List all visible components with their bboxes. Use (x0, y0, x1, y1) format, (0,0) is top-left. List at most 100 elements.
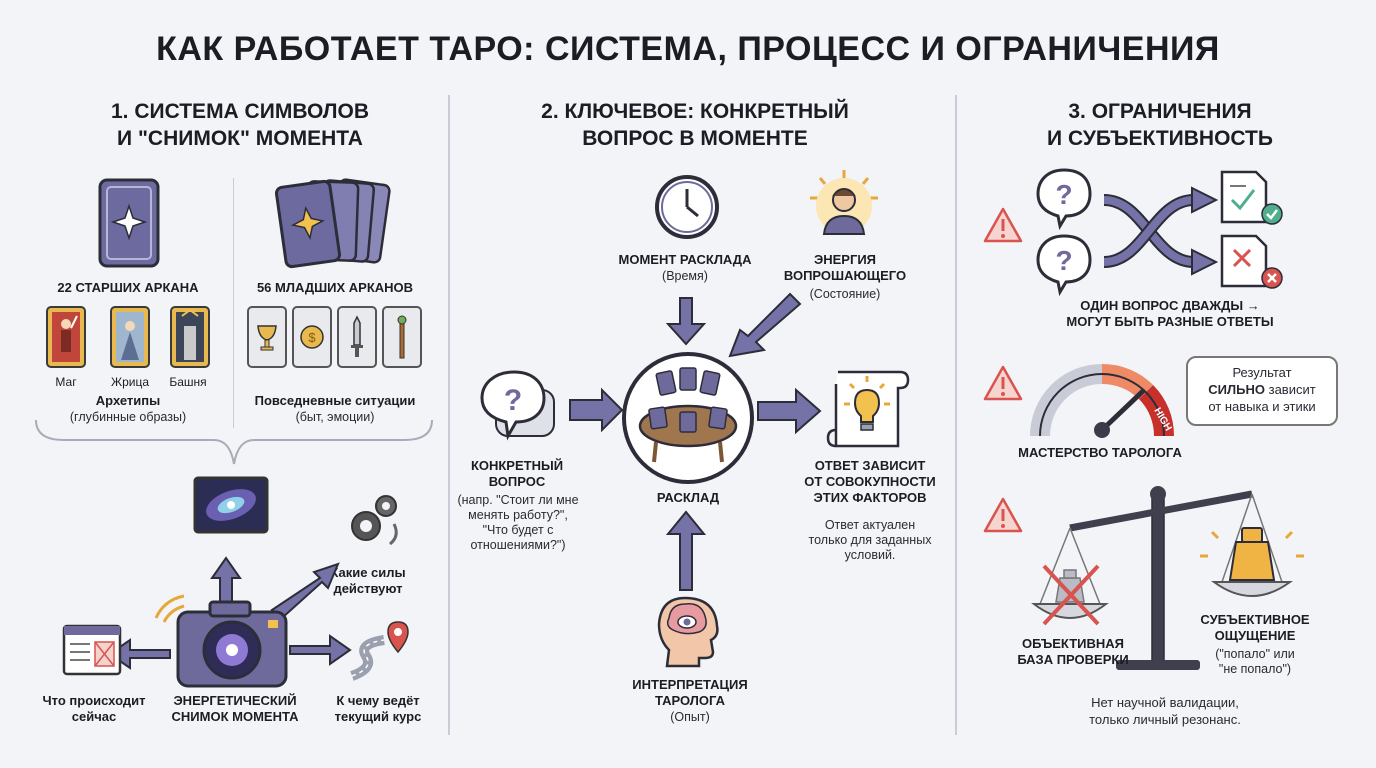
footer-note-line1: Нет научной валидации, (1091, 695, 1239, 710)
archetypes-label: Архетипы (95, 393, 161, 408)
question-title-line2: ВОПРОС (488, 474, 546, 489)
mastery-label: МАСТЕРСТВО ТАРОЛОГА (1018, 445, 1182, 460)
arrow-up-icon (210, 556, 242, 603)
subjective-sub-line2: "не попало") (1218, 662, 1292, 676)
clock-icon (655, 175, 719, 239)
question-twice-label: ОДИН ВОПРОС ДВАЖДЫ → МОГУТ БЫТЬ РАЗНЫЕ О… (1030, 298, 1310, 330)
minor-arcana-cards-icon (274, 178, 391, 269)
major-arcana-title: 22 СТАРШИХ АРКАНА (57, 280, 199, 295)
pentacles-card-icon: $ (292, 306, 332, 368)
road-pin-icon (350, 621, 409, 681)
arrow-right-to-answer-icon (757, 387, 822, 435)
arrow-down-left-from-person-icon (728, 292, 802, 358)
col3-heading-line1: 3. ОГРАНИЧЕНИЯ (1068, 100, 1252, 123)
question-sub: (напр. "Стоит ли мне менять работу?", "Ч… (448, 493, 588, 553)
now-label: Что происходит сейчас (24, 693, 164, 725)
footer-note-line2: только личный резонанс. (1089, 712, 1241, 727)
question-sub-line3: "Что будет с (482, 523, 554, 537)
interpretation-title: ИНТЕРПРЕТАЦИЯ ТАРОЛОГА (610, 677, 770, 709)
galaxy-image-icon (193, 476, 269, 534)
col1-inner-divider (233, 178, 234, 428)
tower-card-image (170, 306, 210, 368)
mastery-gauge-icon: HIGH (1030, 363, 1175, 438)
question-bubble-icon: ? (1036, 168, 1092, 231)
question-sub-line2: менять работу?", (468, 508, 568, 522)
energy-title-line1: ЭНЕРГИЯ (813, 252, 877, 267)
answer-title-line2: ОТ СОВОКУПНОСТИ (804, 474, 936, 489)
warning-icon (983, 207, 1023, 243)
interpretation-title-line1: ИНТЕРПРЕТАЦИЯ (632, 677, 748, 692)
result-line2-rest: зависит (1265, 382, 1316, 397)
objective-line1: ОБЪЕКТИВНАЯ (1022, 636, 1124, 651)
grouping-brace (35, 419, 433, 465)
cups-card-icon (247, 306, 287, 368)
question-bubble-icon: ? (1036, 234, 1092, 297)
head-brain-icon (657, 596, 719, 668)
question-sub-line1: (напр. "Стоит ли мне (457, 493, 579, 507)
major-cards-row (46, 306, 216, 396)
column-divider (448, 95, 450, 735)
moment-title: МОМЕНТ РАСКЛАДА (618, 252, 752, 267)
course-label: К чему ведёт текущий курс (318, 693, 438, 725)
objective-line2: БАЗА ПРОВЕРКИ (1017, 652, 1129, 667)
page-title: КАК РАБОТАЕТ ТАРО: СИСТЕМА, ПРОЦЕСС И ОГ… (156, 30, 1220, 68)
col2-heading-line2: ВОПРОС В МОМЕНТЕ (582, 127, 808, 150)
scales-icon (1031, 486, 1304, 670)
interpretation-sub: (Опыт) (670, 710, 710, 724)
news-page-icon (62, 624, 122, 676)
question-twice-line2: МОГУТ БЫТЬ РАЗНЫЕ ОТВЕТЫ (1066, 314, 1274, 329)
moment-sub: (Время) (662, 269, 708, 283)
spread-title: РАСКЛАД (656, 490, 720, 505)
svg-text:?: ? (1055, 179, 1072, 210)
subjective-pan (1200, 493, 1304, 597)
result-line2: СИЛЬНО зависит (1188, 381, 1336, 398)
idea-scroll-icon (826, 370, 910, 448)
magician-label: Маг (55, 375, 77, 389)
subjective-line2: ОЩУЩЕНИЕ (1214, 628, 1296, 643)
subjective-label: СУБЪЕКТИВНОЕ ОЩУЩЕНИЕ (1180, 612, 1330, 644)
answer-sub-line3: условий. (844, 548, 896, 562)
result-bubble: Результат СИЛЬНО зависит от навыка и эти… (1186, 356, 1338, 426)
priestess-label: Жрица (110, 375, 149, 389)
spread-arrows (569, 292, 802, 591)
result-bold: СИЛЬНО (1208, 382, 1265, 397)
question-twice-line1: ОДИН ВОПРОС ДВАЖДЫ → (1080, 298, 1260, 313)
svg-text:?: ? (504, 384, 522, 417)
col1-heading-line2: И "СНИМОК" МОМЕНТА (117, 127, 363, 150)
magician-card-image (46, 306, 86, 368)
result-line1: Результат (1232, 365, 1292, 380)
archetypes-sub: (глубинные образы) (69, 410, 187, 424)
gears-icon (351, 495, 398, 546)
energy-snapshot-line2: СНИМОК МОМЕНТА (171, 709, 299, 724)
col1-heading-line1: 1. СИСТЕМА СИМВОЛОВ (110, 100, 370, 123)
question-sub-line4: отношениями?") (470, 538, 566, 552)
subjective-sub-line1: ("попало" или (1215, 647, 1295, 661)
interpretation-title-line2: ТАРОЛОГА (655, 693, 725, 708)
spread-table-icon (622, 352, 754, 484)
col3-heading: 3. ОГРАНИЧЕНИЯ И СУБЪЕКТИВНОСТЬ (990, 98, 1330, 152)
question-title: КОНКРЕТНЫЙ ВОПРОС (452, 458, 582, 490)
col3-heading-line2: И СУБЪЕКТИВНОСТЬ (1047, 127, 1273, 150)
answer-title-line3: ЭТИХ ФАКТОРОВ (813, 490, 927, 505)
answer-title: ОТВЕТ ЗАВИСИТ ОТ СОВОКУПНОСТИ ЭТИХ ФАКТО… (790, 458, 950, 506)
col1-heading: 1. СИСТЕМА СИМВОЛОВ И "СНИМОК" МОМЕНТА (60, 98, 420, 152)
arrow-right-icon (289, 634, 352, 666)
doc-check-icon (1220, 170, 1283, 225)
objective-pan (1031, 527, 1109, 626)
now-label-line1: Что происходит (42, 693, 146, 708)
answer-sub: Ответ актуален только для заданных услов… (790, 518, 950, 563)
course-label-line2: текущий курс (334, 709, 422, 724)
result-line3: от навыка и этики (1208, 399, 1316, 414)
column-divider (955, 95, 957, 735)
warning-icon (983, 365, 1023, 401)
major-arcana-card-icon (98, 178, 160, 268)
result-bubble-text: Результат СИЛЬНО зависит от навыка и эти… (1188, 358, 1336, 415)
swords-card-icon (337, 306, 377, 368)
forces-label-line2: действуют (333, 581, 403, 596)
col2-heading: 2. КЛЮЧЕВОЕ: КОНКРЕТНЫЙ ВОПРОС В МОМЕНТЕ (480, 98, 910, 152)
course-label-line1: К чему ведёт (336, 693, 420, 708)
energy-title-line2: ВОПРОШАЮЩЕГО (783, 268, 907, 283)
arrow-down-from-clock-icon (665, 297, 707, 346)
col2-heading-line1: 2. КЛЮЧЕВОЕ: КОНКРЕТНЫЙ (541, 100, 849, 123)
energy-snapshot-label: ЭНЕРГЕТИЧЕСКИЙ СНИМОК МОМЕНТА (155, 693, 315, 725)
